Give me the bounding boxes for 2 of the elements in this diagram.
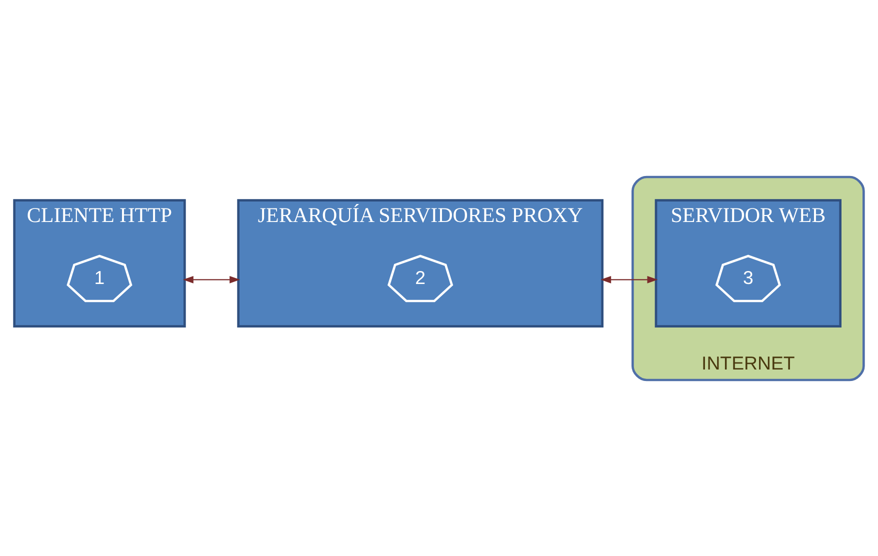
arrow [600,275,658,283]
arrow [182,275,240,283]
